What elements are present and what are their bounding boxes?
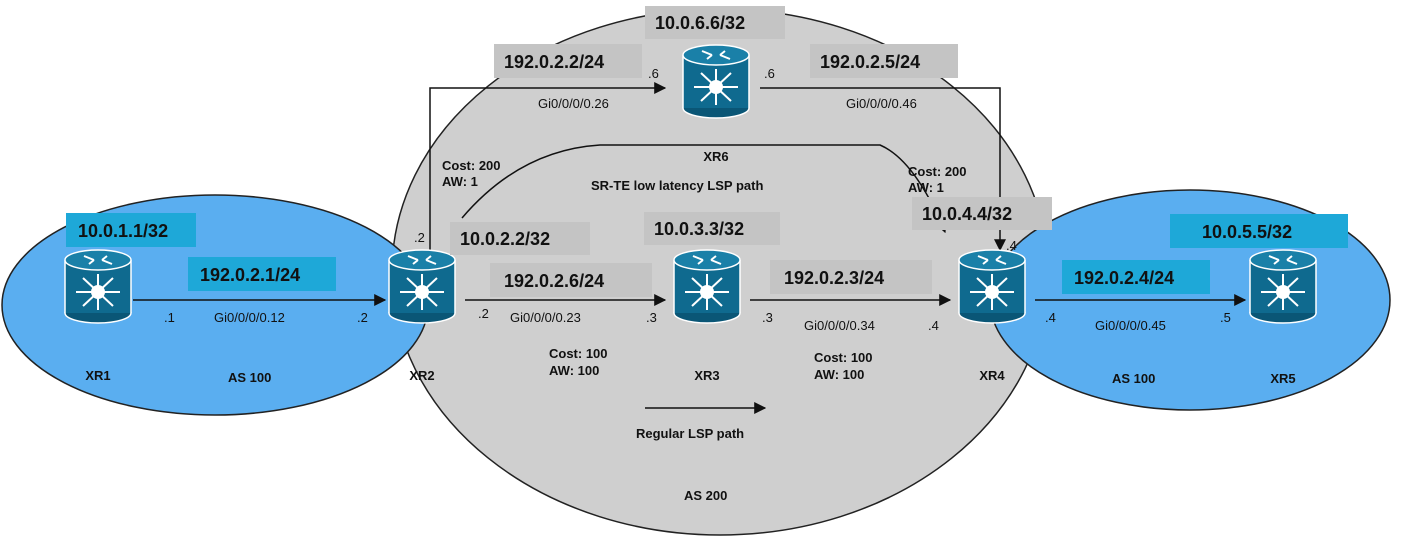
xr6-xr4-subnet: 192.0.2.5/24 [820, 52, 920, 72]
router-xr2: XR2 [388, 249, 456, 383]
xr6-loopback-bg [645, 6, 785, 39]
xr3-xr4-interface: Gi0/0/0/0.34 [804, 318, 875, 333]
xr6-xr4-subnet-bg [810, 44, 958, 78]
xr2-xr3-aw: AW: 100 [549, 363, 599, 378]
as100-left-label: AS 100 [228, 370, 271, 385]
xr3-xr4-aw: AW: 100 [814, 367, 864, 382]
xr2-xr3-subnet-bg [490, 263, 652, 297]
xr1-host-octet: .1 [164, 310, 175, 325]
xr4-host-octet-left: .4 [928, 318, 939, 333]
router-xr3: XR3 [673, 249, 741, 383]
xr6-xr4-interface: Gi0/0/0/0.46 [846, 96, 917, 111]
xr2-host-octet-right: .2 [478, 306, 489, 321]
xr6-xr4-aw: AW: 1 [908, 180, 944, 195]
link-xr6-xr4 [760, 87, 1006, 252]
router-name: XR6 [703, 149, 728, 164]
xr2-xr6-subnet-bg [494, 44, 642, 78]
xr4-xr5-subnet: 192.0.2.4/24 [1074, 268, 1174, 288]
router-xr1: XR1 [64, 249, 132, 383]
xr5-loopback: 10.0.5.5/32 [1202, 222, 1292, 242]
xr4-loopback: 10.0.4.4/32 [922, 204, 1012, 224]
xr2-xr6-interface: Gi0/0/0/0.26 [538, 96, 609, 111]
router-icon [958, 249, 1026, 324]
link-xr2-xr6 [429, 82, 667, 255]
xr2-host-octet-top: .2 [414, 230, 425, 245]
xr6-host-octet-right: .6 [764, 66, 775, 81]
xr3-host-octet-right: .3 [762, 310, 773, 325]
xr3-host-octet-left: .3 [646, 310, 657, 325]
regular-path-label: Regular LSP path [636, 426, 744, 441]
xr4-loopback-bg [912, 197, 1052, 230]
xr4-host-octet-right: .4 [1045, 310, 1056, 325]
xr5-host-octet: .5 [1220, 310, 1231, 325]
xr2-loopback-bg [450, 222, 590, 255]
xr2-loopback: 10.0.2.2/32 [460, 229, 550, 249]
router-icon [64, 249, 132, 324]
sr-te-path-label: SR-TE low latency LSP path [591, 178, 763, 193]
xr1-xr2-subnet: 192.0.2.1/24 [200, 265, 300, 285]
xr3-loopback: 10.0.3.3/32 [654, 219, 744, 239]
router-icon [682, 44, 750, 119]
as100-right-label: AS 100 [1112, 371, 1155, 386]
xr4-xr5-interface: Gi0/0/0/0.45 [1095, 318, 1166, 333]
xr6-host-octet-left: .6 [648, 66, 659, 81]
xr1-xr2-interface: Gi0/0/0/0.12 [214, 310, 285, 325]
as200-label: AS 200 [684, 488, 727, 503]
xr3-xr4-subnet: 192.0.2.3/24 [784, 268, 884, 288]
xr2-xr6-subnet: 192.0.2.2/24 [504, 52, 604, 72]
router-name: XR5 [1270, 371, 1295, 386]
router-name: XR3 [694, 368, 719, 383]
router-icon [673, 249, 741, 324]
xr1-loopback-bg [66, 213, 196, 247]
router-xr5: XR5 [1249, 249, 1317, 386]
xr6-loopback: 10.0.6.6/32 [655, 13, 745, 33]
xr4-host-octet-top: .4 [1006, 238, 1017, 253]
router-name: XR1 [85, 368, 110, 383]
xr1-loopback: 10.0.1.1/32 [78, 221, 168, 241]
router-xr4: XR4 [958, 249, 1026, 383]
xr2-xr3-subnet: 192.0.2.6/24 [504, 271, 604, 291]
router-name: XR2 [409, 368, 434, 383]
xr3-xr4-subnet-bg [770, 260, 932, 294]
router-icon [388, 249, 456, 324]
xr4-xr5-subnet-bg [1062, 260, 1210, 294]
router-xr6: XR6 [682, 44, 750, 164]
xr5-loopback-bg [1170, 214, 1348, 248]
xr2-xr6-cost: Cost: 200 [442, 158, 501, 173]
xr2-xr6-aw: AW: 1 [442, 174, 478, 189]
xr6-xr4-cost: Cost: 200 [908, 164, 967, 179]
xr2-host-octet-left: .2 [357, 310, 368, 325]
sr-te-path-arrow [461, 144, 947, 234]
xr2-xr3-interface: Gi0/0/0/0.23 [510, 310, 581, 325]
router-icon [1249, 249, 1317, 324]
xr3-loopback-bg [644, 212, 780, 245]
router-name: XR4 [979, 368, 1005, 383]
xr2-xr3-cost: Cost: 100 [549, 346, 608, 361]
xr1-xr2-subnet-bg [188, 257, 336, 291]
xr3-xr4-cost: Cost: 100 [814, 350, 873, 365]
